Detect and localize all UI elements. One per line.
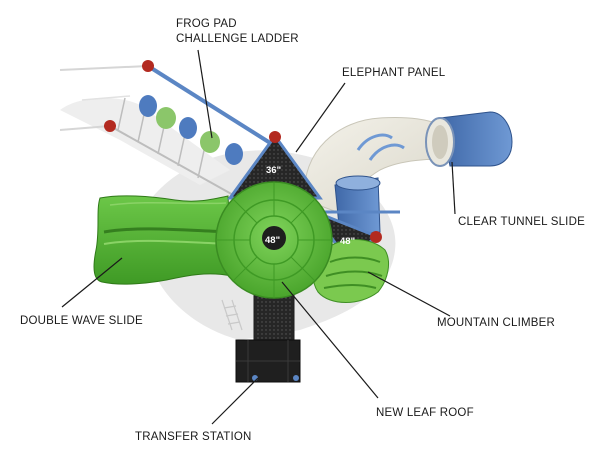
label-new-leaf-roof: NEW LEAF ROOF	[376, 407, 474, 419]
leader-clear-tunnel	[451, 161, 456, 215]
slide-coil	[368, 143, 405, 161]
double-wave-slide	[93, 195, 233, 285]
post-cap	[370, 231, 382, 243]
label-mountain-climber: MOUNTAIN CLIMBER	[437, 317, 555, 329]
frog-pad	[225, 143, 243, 165]
deck-height-top: 36"	[266, 165, 281, 176]
new-leaf-roof	[215, 181, 333, 299]
label-double-wave-slide: DOUBLE WAVE SLIDE	[20, 315, 143, 327]
deck-height-center: 48"	[265, 235, 280, 246]
leader-mountain-climber	[367, 271, 451, 317]
mountain-climber	[312, 239, 389, 303]
leader-double-wave	[61, 257, 123, 308]
frog-pad	[200, 131, 220, 153]
transfer-station	[221, 291, 301, 383]
slide-exit-tube	[439, 111, 513, 167]
label-transfer-station: TRANSFER STATION	[135, 431, 252, 443]
frog-pad	[139, 95, 157, 117]
label-clear-tunnel-slide: CLEAR TUNNEL SLIDE	[458, 216, 585, 228]
leader-elephant-panel	[295, 82, 346, 153]
deck-height-right: 48"	[340, 236, 355, 247]
post-cap	[269, 131, 281, 143]
label-frog-pad-line2: CHALLENGE LADDER	[176, 33, 299, 45]
frog-pad	[179, 117, 197, 139]
frog-pad-ladder	[59, 60, 277, 197]
center-deck	[262, 226, 286, 250]
frog-pad	[156, 107, 176, 129]
leader-frog-pad	[197, 49, 213, 139]
slide-coil	[356, 133, 393, 151]
elephant-panel	[227, 131, 323, 200]
leader-lines	[61, 49, 456, 425]
label-frog-pad-line1: FROG PAD	[176, 18, 237, 30]
post-cap	[104, 120, 116, 132]
post-cap	[142, 60, 154, 72]
leader-new-leaf-roof	[281, 281, 379, 399]
leader-transfer-station	[211, 377, 259, 425]
label-elephant-panel: ELEPHANT PANEL	[342, 67, 446, 79]
clear-tunnel-slide	[304, 111, 513, 237]
